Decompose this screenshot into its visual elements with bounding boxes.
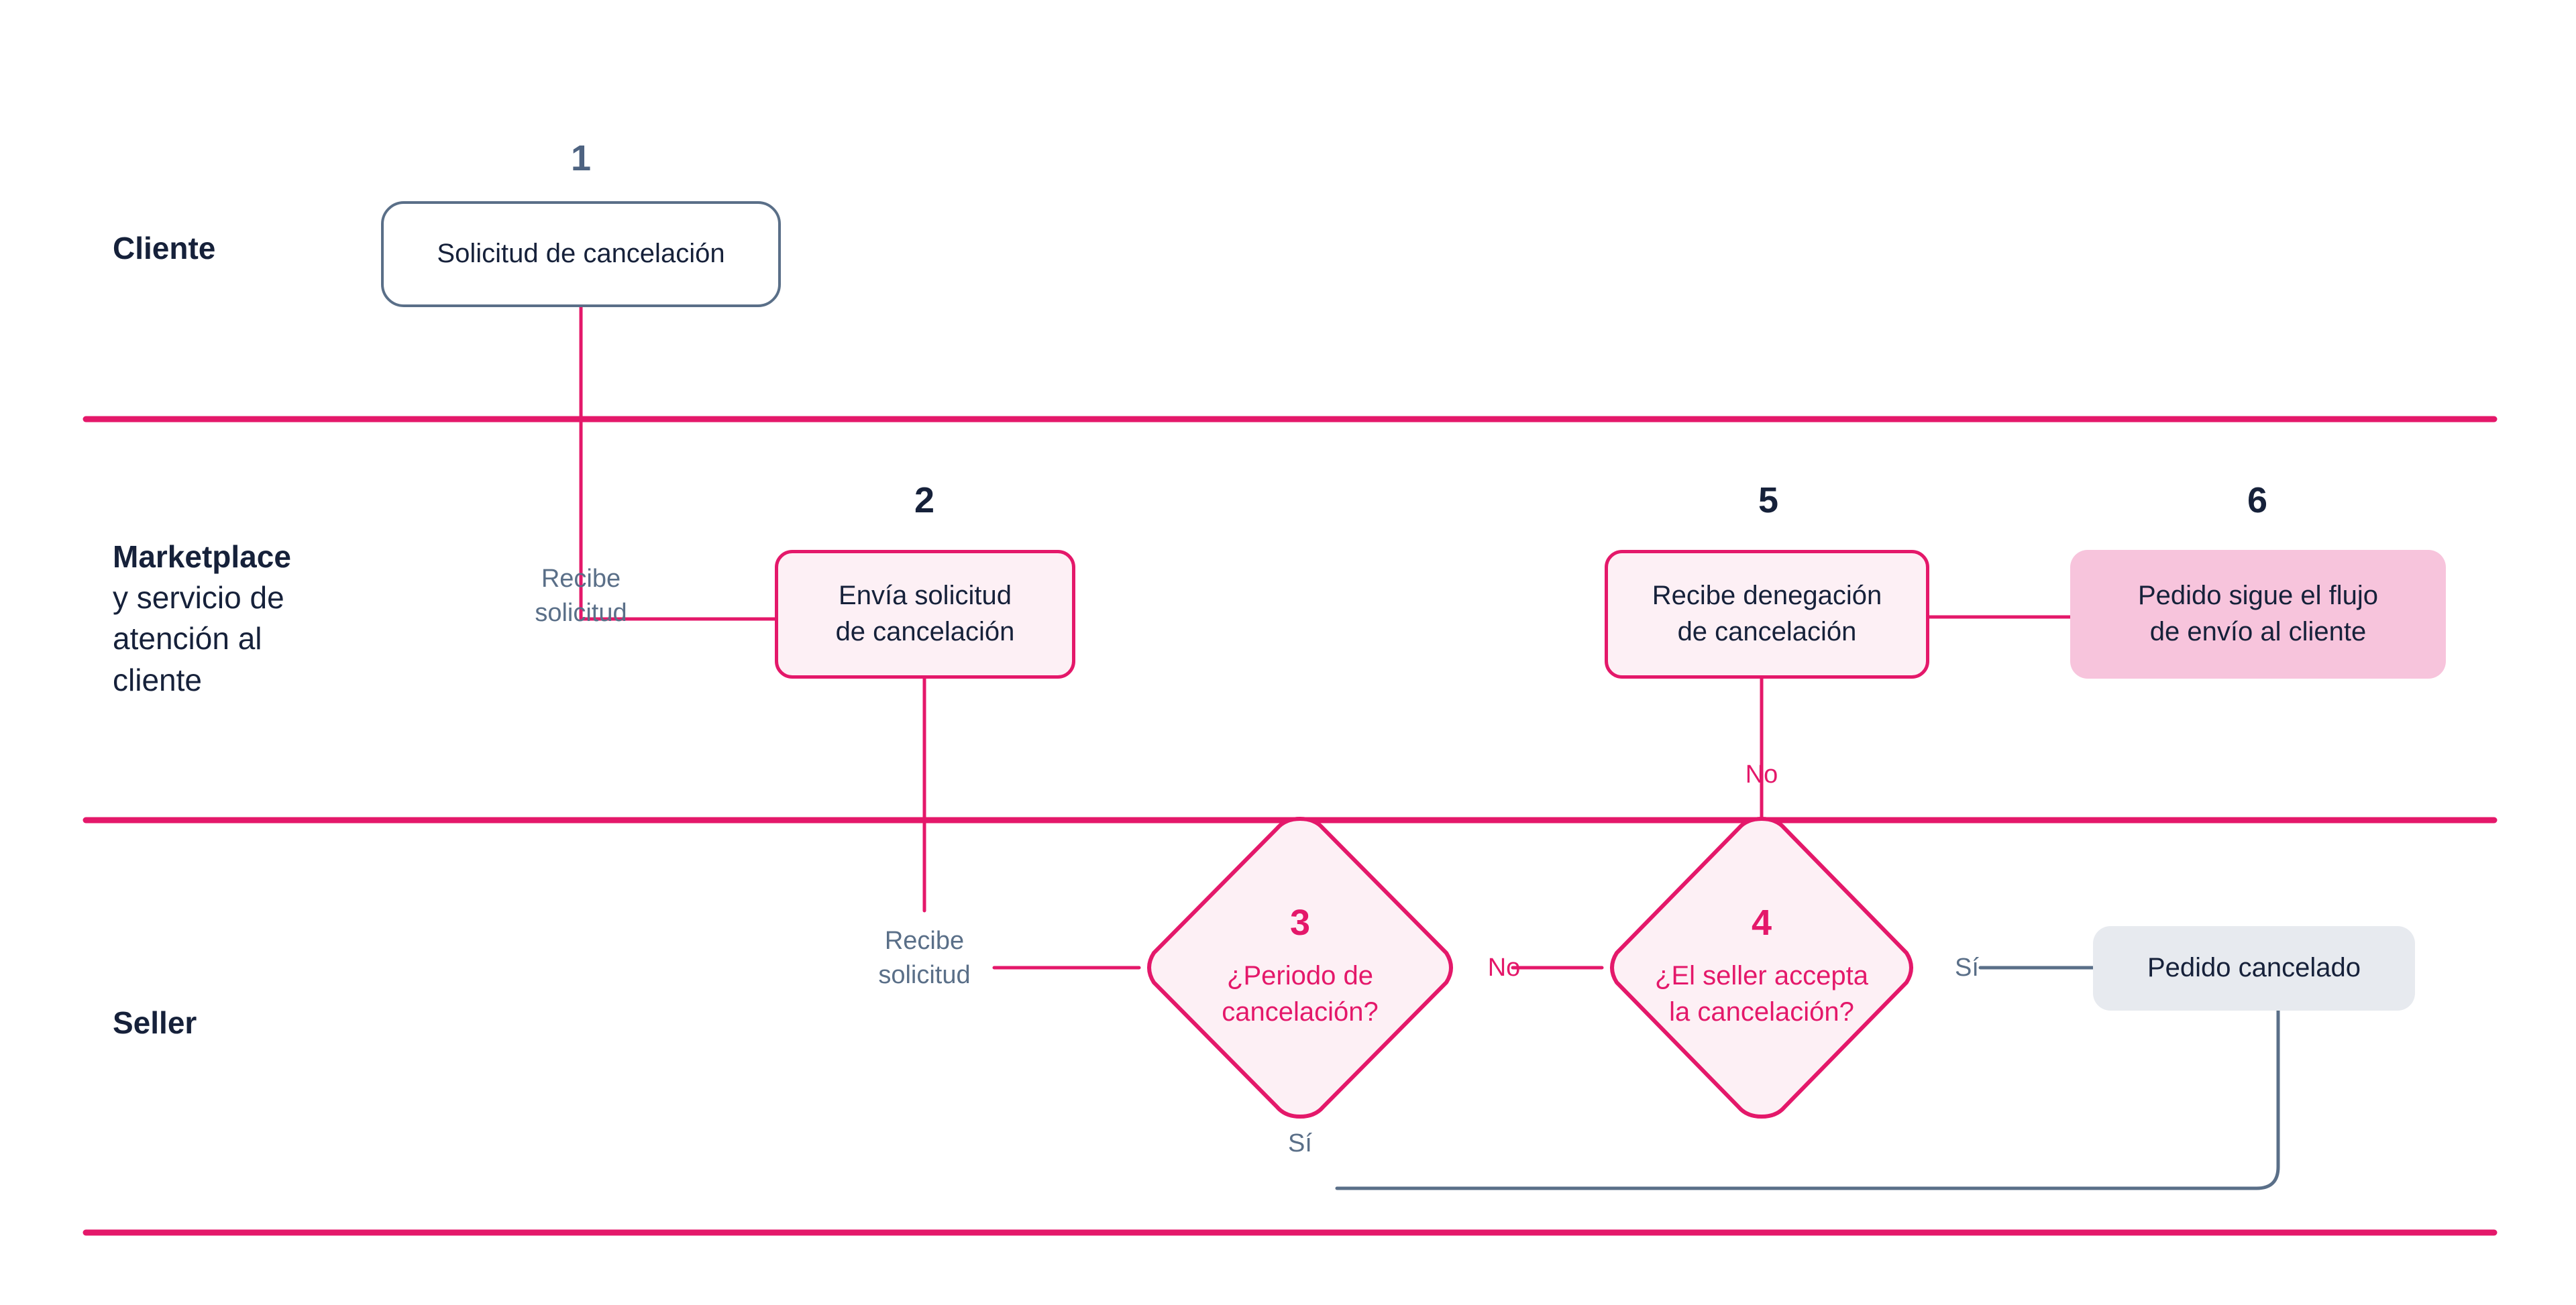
- diamond-3-content: 3 ¿Periodo de cancelación?: [1139, 813, 1461, 1122]
- edge-label-recibe-solicitud-marketplace: Recibe solicitud: [480, 562, 682, 631]
- node-label-n6-line2: de envío al cliente: [2149, 617, 2367, 646]
- edge-label-line2: solicitud: [878, 961, 971, 990]
- edge-label-no-d4-to-n5: No: [1745, 760, 1778, 789]
- node-el-seller-accepta-la-cancelacion[interactable]: 4 ¿El seller accepta la cancelación?: [1602, 813, 1921, 1122]
- lane-title-marketplace: Marketplace: [113, 539, 291, 574]
- edge-label-line2: solicitud: [535, 599, 627, 628]
- node-recibe-denegacion-de-cancelacion[interactable]: Recibe denegación de cancelación: [1605, 550, 1929, 679]
- edge-label-no-d3-to-d4: No: [1487, 954, 1521, 982]
- lane-label-seller: Seller: [113, 1003, 197, 1043]
- node-label-n1: Solicitud de cancelación: [437, 239, 725, 269]
- edge-label-recibe-solicitud-seller: Recibe solicitud: [824, 924, 1025, 993]
- node-periodo-de-cancelacion[interactable]: 3 ¿Periodo de cancelación?: [1139, 813, 1461, 1122]
- step-number-5: 5: [1758, 480, 1779, 520]
- node-label-n3-line1: ¿Periodo de: [1227, 961, 1373, 991]
- node-label-n4-line2: la cancelación?: [1669, 997, 1854, 1027]
- edge-label-si-d3: Sí: [1288, 1129, 1312, 1157]
- node-label-n5-line2: de cancelación: [1677, 617, 1857, 646]
- step-number-3: 3: [1289, 903, 1311, 944]
- step-number-6: 6: [2247, 480, 2268, 520]
- lane-subtitle-marketplace: y servicio de atención al cliente: [113, 580, 284, 697]
- lane-title-seller: Seller: [113, 1005, 197, 1040]
- node-solicitud-de-cancelacion[interactable]: Solicitud de cancelación: [381, 201, 781, 307]
- node-pedido-sigue-el-flujo-de-envio[interactable]: Pedido sigue el flujo de envío al client…: [2070, 550, 2446, 679]
- diamond-4-content: 4 ¿El seller accepta la cancelación?: [1602, 813, 1921, 1122]
- node-label-n2-line1: Envía solicitud: [839, 581, 1012, 611]
- node-label-n7: Pedido cancelado: [2147, 953, 2361, 983]
- lane-label-cliente: Cliente: [113, 228, 215, 269]
- node-label-n3-line2: cancelación?: [1222, 997, 1379, 1027]
- node-label-n4-line1: ¿El seller accepta: [1655, 961, 1868, 991]
- lane-title-cliente: Cliente: [113, 231, 216, 266]
- edge-label-line1: Recibe: [541, 565, 621, 593]
- diamond-shape-3: [1147, 816, 1453, 1119]
- node-label-n6-line1: Pedido sigue el flujo: [2137, 581, 2379, 611]
- node-label-n2-line2: de cancelación: [835, 617, 1015, 646]
- step-number-1: 1: [570, 138, 592, 178]
- edge-label-si-d4-to-n7: Sí: [1955, 954, 1979, 982]
- lane-label-marketplace: Marketplace y servicio de atención al cl…: [113, 536, 291, 701]
- edge-label-line1: Recibe: [884, 927, 965, 955]
- node-pedido-cancelado[interactable]: Pedido cancelado: [2093, 926, 2415, 1011]
- diamond-shape-4: [1610, 816, 1913, 1119]
- step-number-2: 2: [914, 480, 935, 520]
- node-envia-solicitud-de-cancelacion[interactable]: Envía solicitud de cancelación: [775, 550, 1075, 679]
- node-label-n5-line1: Recibe denegación: [1652, 581, 1882, 611]
- step-number-4: 4: [1751, 903, 1772, 944]
